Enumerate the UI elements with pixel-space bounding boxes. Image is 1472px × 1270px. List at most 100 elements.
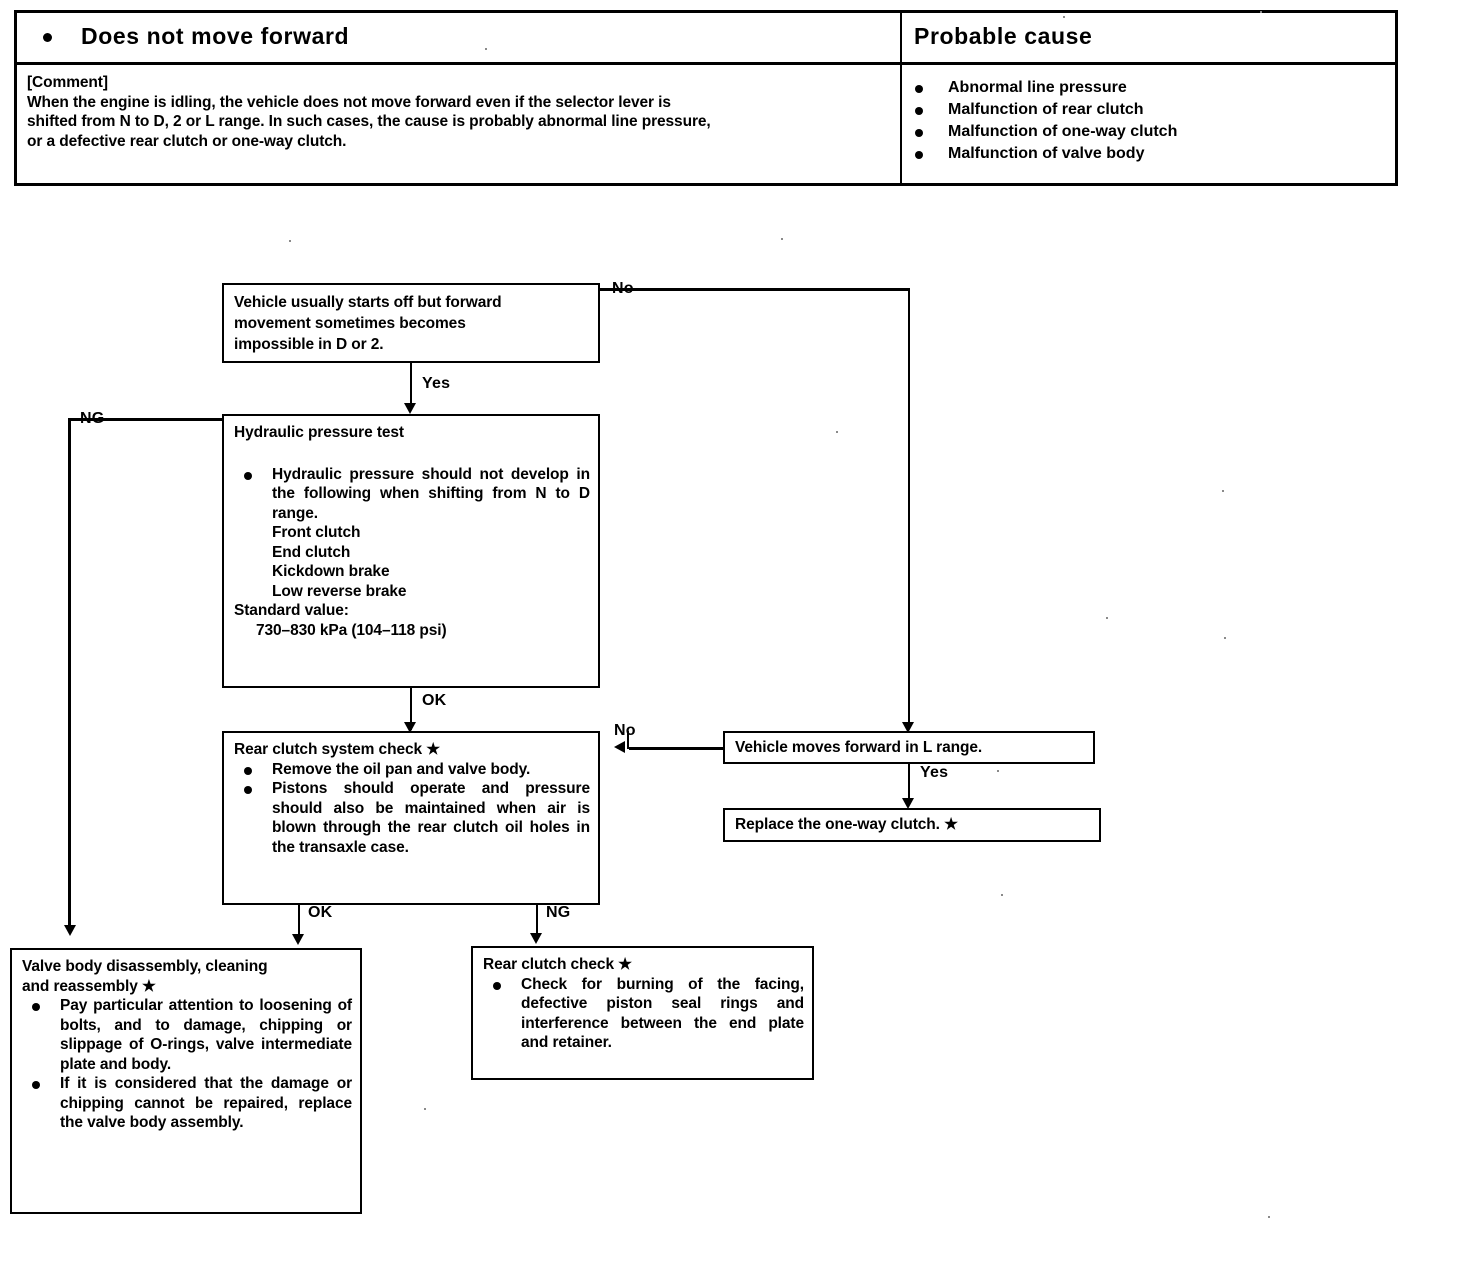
bullet-icon [915,129,923,137]
connector-label-start-no: No [612,280,634,297]
comment-cell: [Comment] When the engine is idling, the… [17,65,902,183]
valve-body-bullet-text: If it is considered that the damage or c… [60,1075,352,1131]
cause-cell: Abnormal line pressure Malfunction of re… [902,65,1395,183]
cause-text: Malfunction of valve body [948,145,1145,162]
rear-clutch-system-bullet-text: Remove the oil pan and valve body. [272,760,531,778]
hydraulic-bullet: Hydraulic pressure should not develop in… [234,465,590,524]
rear-clutch-check-bullet-text: Check for burning of the facing, defecti… [521,975,804,1052]
rear-clutch-check-title: Rear clutch check ★ [483,956,632,973]
arrowhead-down-icon [292,934,304,945]
scan-speckle [1063,16,1065,18]
hydraulic-sub-item: End clutch [272,543,351,561]
symptom-title: Does not move forward [81,23,350,49]
bullet-icon [32,1081,40,1089]
list-item: Malfunction of valve body [912,143,1177,165]
scan-speckle [289,240,291,242]
moves-forward-text: Vehicle moves forward in L range. [735,739,983,756]
scan-speckle [1268,1216,1270,1218]
arrowhead-down-icon [902,798,914,809]
connector-hydraulic-ng-horizontal [68,418,224,421]
rear-clutch-system-bullet: Pistons should operate and pressure shou… [234,779,590,857]
connector-start-yes-vertical [409,363,412,408]
connector-label-system-ok: OK [308,904,333,921]
arrowhead-down-icon [902,722,914,733]
valve-body-bullet-text: Pay particular attention to loosening of… [60,997,352,1073]
scan-speckle [836,431,838,433]
connector-l-range-yes-vertical [907,764,910,804]
rear-clutch-system-bullet: Remove the oil pan and valve body. [234,760,590,780]
cause-text: Abnormal line pressure [948,79,1127,96]
flow-box-rear-clutch-check: Rear clutch check ★ Check for burning of… [471,946,814,1080]
start-line-2: movement sometimes becomes [234,315,466,332]
replace-one-way-clutch-text: Replace the one-way clutch. ★ [735,816,958,833]
scan-speckle [781,238,783,240]
scan-speckle [1260,11,1262,13]
connector-start-no-vertical [907,288,910,728]
list-item: Malfunction of one-way clutch [912,121,1177,143]
flow-box-valve-body: Valve body disassembly, cleaning and rea… [10,948,362,1214]
valve-body-title-line: and reassembly ★ [22,977,156,995]
flow-box-start: Vehicle usually starts off but forward m… [222,283,600,363]
comment-line: or a defective rear clutch or one-way cl… [27,132,347,150]
bullet-icon [32,1003,40,1011]
symptom-header-cell: Does not move forward [17,13,902,62]
connector-label-system-ng: NG [546,904,571,921]
scan-speckle [1224,637,1226,639]
comment-line: When the engine is idling, the vehicle d… [27,93,671,111]
flow-box-moves-forward-l-range: Vehicle moves forward in L range. [723,731,1095,764]
connector-label-l-range-yes: Yes [920,764,949,781]
connector-system-ng-vertical [535,905,538,939]
hydraulic-sub-item: Low reverse brake [272,582,407,600]
table-header-row: Does not move forward Probable cause [17,13,1395,65]
cause-text: Malfunction of rear clutch [948,101,1144,118]
connector-label-hydraulic-ng: NG [80,410,105,427]
list-item: Malfunction of rear clutch [912,99,1177,121]
hydraulic-sub-item: Kickdown brake [272,563,390,580]
connector-system-ok-vertical [297,905,300,940]
rear-clutch-check-bullet: Check for burning of the facing, defecti… [483,975,804,1053]
table-body-row: [Comment] When the engine is idling, the… [17,65,1395,183]
scan-speckle [997,770,999,772]
bullet-icon [915,151,923,159]
arrowhead-down-icon [530,933,542,944]
flow-box-replace-one-way-clutch: Replace the one-way clutch. ★ [723,808,1101,842]
flow-box-hydraulic-test: Hydraulic pressure test Hydraulic pressu… [222,414,600,688]
scan-speckle [424,1108,426,1110]
connector-start-no-horizontal [598,288,910,291]
bullet-icon [43,33,52,42]
hydraulic-title: Hydraulic pressure test [234,424,404,441]
connector-l-range-no-stub [626,731,629,749]
connector-hydraulic-ng-vertical [68,418,71,930]
probable-cause-title: Probable cause [914,23,1093,49]
cause-text: Malfunction of one-way clutch [948,123,1178,140]
bullet-icon [915,107,923,115]
list-item: Abnormal line pressure [912,77,1177,99]
arrowhead-down-icon [63,925,76,936]
symptom-cause-table: Does not move forward Probable cause [Co… [14,10,1398,186]
connector-l-range-no-horizontal [629,747,725,750]
bullet-icon [493,981,501,990]
scan-speckle [1222,490,1224,492]
bullet-icon [244,471,252,480]
start-line-1: Vehicle usually starts off but forward [234,294,502,311]
valve-body-bullet: Pay particular attention to loosening of… [22,996,352,1074]
scan-speckle [1106,617,1108,619]
connector-label-hydraulic-ok: OK [422,692,447,709]
arrowhead-down-icon [404,722,416,733]
valve-body-bullet: If it is considered that the damage or c… [22,1074,352,1133]
scan-speckle [485,48,487,50]
scan-speckle [1001,894,1003,896]
comment-block: [Comment] When the engine is idling, the… [27,73,894,151]
rear-clutch-system-title: Rear clutch system check ★ [234,741,441,758]
bullet-icon [244,786,252,794]
connector-label-start-yes: Yes [422,375,451,392]
hydraulic-sub-item: Front clutch [272,524,361,541]
arrowhead-down-icon [404,403,416,414]
bullet-icon [244,766,252,775]
standard-value-label: Standard value: [234,602,349,619]
hydraulic-bullet-text: Hydraulic pressure should not develop in… [272,465,590,522]
start-line-3: impossible in D or 2. [234,336,384,353]
connector-hydraulic-ok-vertical [409,688,412,730]
bullet-icon [915,85,923,93]
